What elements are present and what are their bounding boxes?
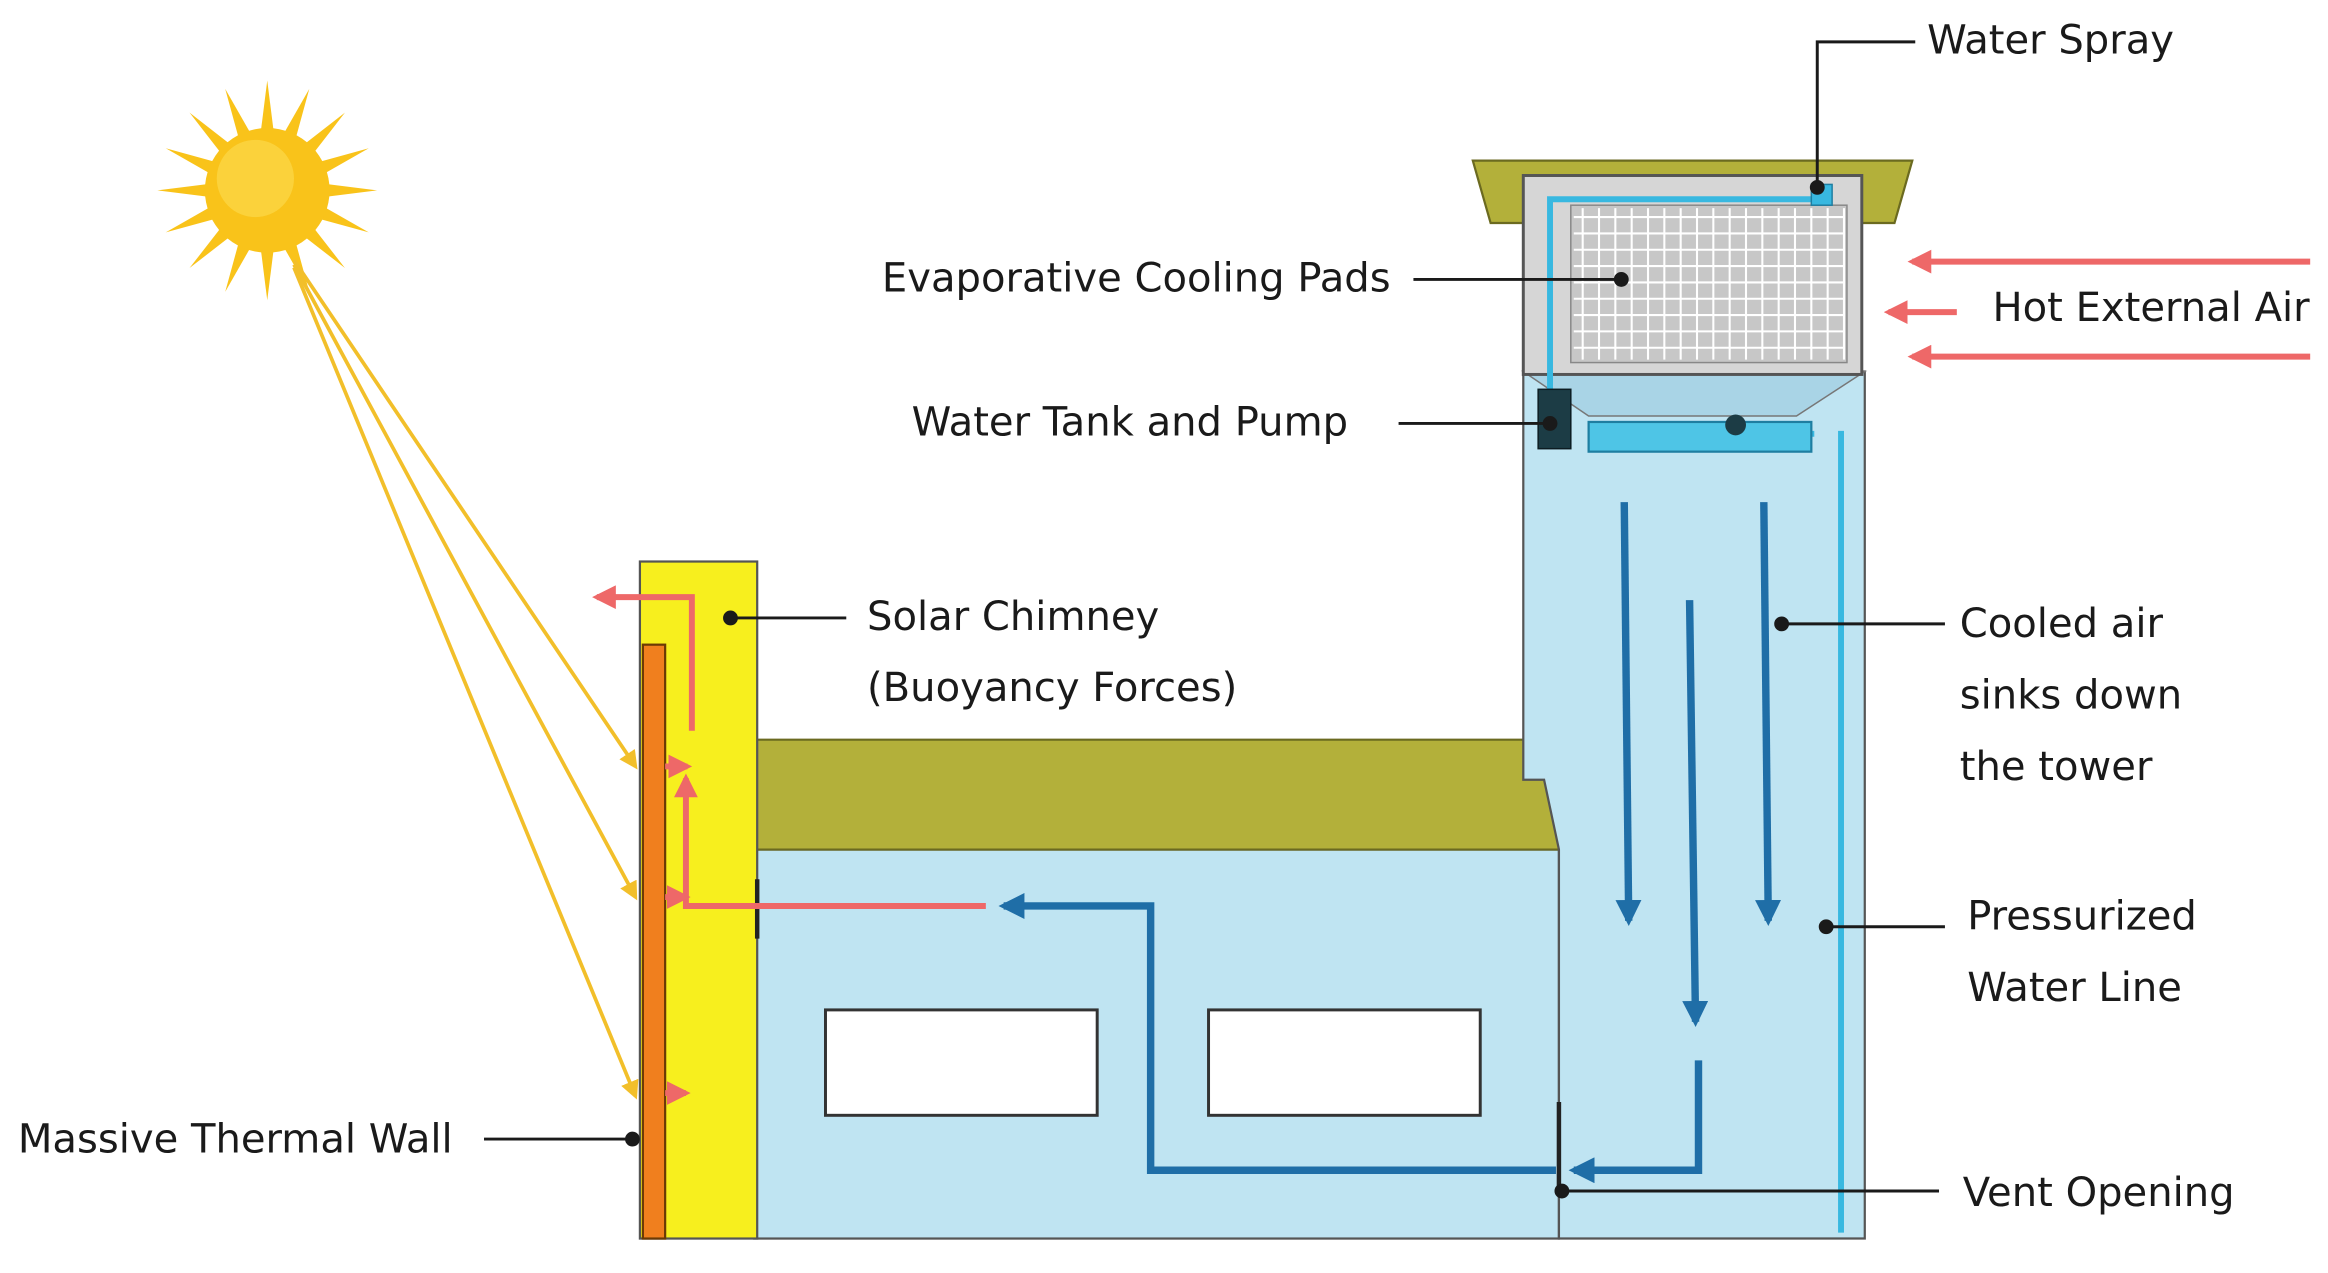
label-water-tank-and-pump: Water Tank and Pump: [912, 399, 1348, 445]
water-tank: [1587, 420, 1813, 453]
valve: [1725, 414, 1746, 436]
label-evaporative-cooling-pads: Evaporative Cooling Pads: [882, 255, 1391, 301]
label-pressurized: Pressurized: [1967, 894, 2197, 940]
sun-icon: [157, 80, 378, 301]
label-water-line: Water Line: [1967, 965, 2182, 1011]
label-solar-chimney: Solar Chimney: [867, 594, 1159, 640]
label-buoyancy-forces: (Buoyancy Forces): [867, 665, 1237, 711]
hot-air-arrows: [592, 249, 2311, 1105]
roof: [735, 738, 1582, 851]
massive-thermal-wall: [641, 643, 667, 1240]
label-vent-opening: Vent Opening: [1963, 1170, 2235, 1216]
label-cooled-air-3: the tower: [1960, 744, 2153, 790]
sun-rays: [292, 259, 639, 1100]
window-right: [1207, 1008, 1482, 1117]
label-massive-thermal-wall: Massive Thermal Wall: [18, 1116, 453, 1162]
cooled-air-arrows: [998, 502, 1782, 1184]
label-water-spray: Water Spray: [1927, 18, 2174, 64]
window-left: [824, 1008, 1099, 1117]
label-hot-external-air: Hot External Air: [1992, 285, 2310, 331]
label-cooled-air-1: Cooled air: [1960, 601, 2164, 647]
leader-lines: [484, 40, 1945, 1199]
label-cooled-air-2: sinks down: [1960, 673, 2182, 719]
